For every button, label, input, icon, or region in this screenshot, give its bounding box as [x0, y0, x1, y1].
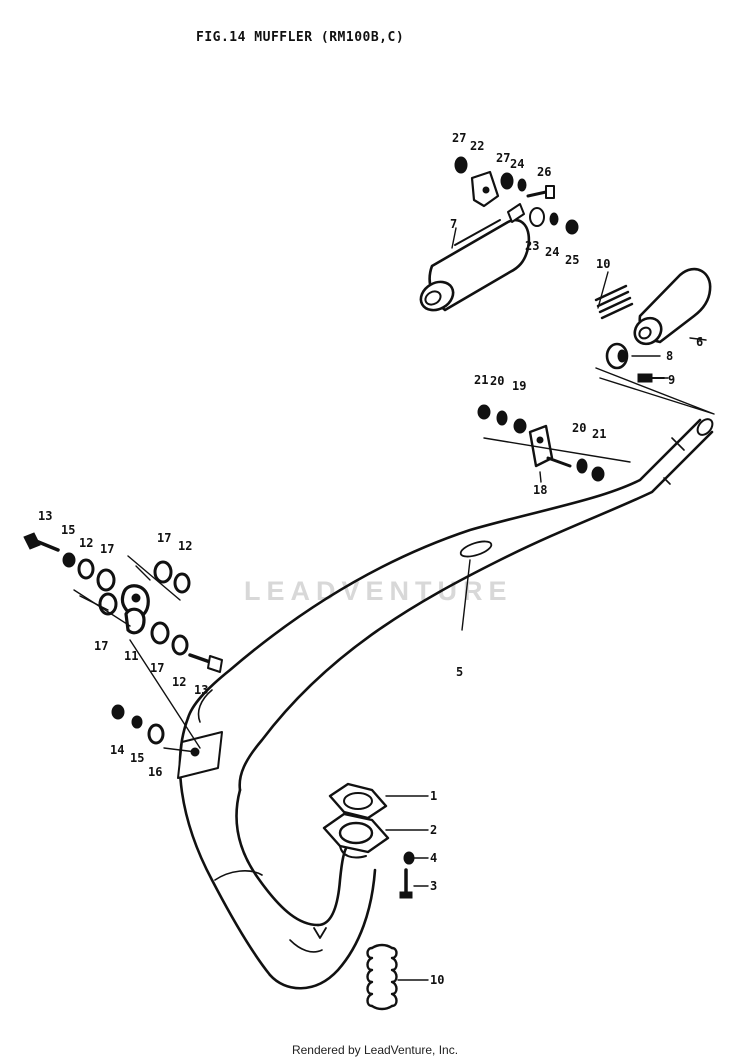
bracket-part-18[interactable]	[528, 424, 572, 468]
callout-9: 9	[668, 373, 675, 387]
cap-part-25[interactable]	[565, 219, 579, 235]
callout-17-right: 17	[157, 531, 171, 545]
grommet-part-17[interactable]	[96, 560, 173, 645]
footer-credit: Rendered by LeadVenture, Inc.	[291, 1043, 459, 1057]
callout-12-left: 12	[79, 536, 93, 550]
bracket-part-22[interactable]	[470, 170, 500, 208]
nut-part-14[interactable]	[111, 704, 125, 720]
gasket-part-1[interactable]	[328, 782, 388, 820]
bolt-part-13-left[interactable]	[23, 532, 60, 552]
callout-24-upper: 24	[510, 157, 524, 171]
nut-part-15[interactable]	[62, 552, 143, 729]
callout-11: 11	[124, 649, 138, 663]
callout-5: 5	[456, 665, 463, 679]
callout-15-lower: 15	[130, 751, 144, 765]
leader-lines	[73, 227, 715, 981]
spring-part-10-upper[interactable]	[594, 284, 634, 320]
callout-21-upper: 21	[474, 373, 488, 387]
callout-18: 18	[533, 483, 547, 497]
callout-17-left: 17	[100, 542, 114, 556]
callout-20-lower: 20	[572, 421, 586, 435]
exhaust-pipe-part-5[interactable]	[177, 416, 715, 990]
callout-14: 14	[110, 743, 124, 757]
callout-24-lower: 24	[545, 245, 559, 259]
gasket-part-2[interactable]	[322, 812, 390, 859]
callout-20-upper: 20	[490, 374, 504, 388]
callout-13-right: 13	[194, 683, 208, 697]
watermark: LEADVENTURE	[244, 576, 513, 606]
washer-part-27[interactable]	[454, 156, 514, 190]
bolt-part-13-right[interactable]	[188, 653, 223, 673]
callout-10-upper: 10	[596, 257, 610, 271]
callout-2: 2	[430, 823, 437, 837]
callout-3: 3	[430, 879, 437, 893]
washer-part-19[interactable]	[513, 418, 527, 434]
callout-23: 23	[525, 239, 539, 253]
grommet-part-8[interactable]	[605, 342, 629, 370]
washer-part-16[interactable]	[147, 723, 165, 745]
callout-6: 6	[696, 335, 703, 349]
nut-part-21[interactable]	[477, 404, 605, 482]
callout-17-lower-left: 17	[94, 639, 108, 653]
callout-27-right: 27	[496, 151, 510, 165]
washer-part-12[interactable]	[77, 558, 191, 656]
bolt-part-9[interactable]	[637, 373, 665, 383]
callout-7: 7	[450, 217, 457, 231]
callout-4: 4	[430, 851, 437, 865]
callout-17-lower-right: 17	[150, 661, 164, 675]
callout-27-left: 27	[452, 131, 466, 145]
figure-title: FIG.14 MUFFLER (RM100B,C)	[196, 30, 405, 45]
silencer-part-7[interactable]	[416, 203, 531, 316]
washer-part-20[interactable]	[496, 410, 588, 474]
bolt-part-26[interactable]	[526, 185, 555, 199]
callout-12-right: 12	[178, 539, 192, 553]
callout-16: 16	[148, 765, 162, 779]
nut-part-24[interactable]	[517, 178, 559, 226]
callout-10-lower: 10	[430, 973, 444, 987]
callout-12-lower: 12	[172, 675, 186, 689]
callout-13-left: 13	[38, 509, 52, 523]
callout-21-lower: 21	[592, 427, 606, 441]
callout-22: 22	[470, 139, 484, 153]
bolt-part-3[interactable]	[399, 868, 413, 899]
clamp-part-11[interactable]	[120, 584, 150, 635]
callout-19: 19	[512, 379, 526, 393]
silencer-part-6[interactable]	[630, 267, 712, 349]
callout-numbers: 1 2 3 4 5 6 7 8 9 10 10 11 12 12 12 13 1…	[38, 131, 703, 987]
callout-15-upper: 15	[61, 523, 75, 537]
callout-25: 25	[565, 253, 579, 267]
callout-1: 1	[430, 789, 437, 803]
callout-8: 8	[666, 349, 673, 363]
spring-part-10-lower[interactable]	[366, 943, 398, 1011]
callout-26: 26	[537, 165, 551, 179]
washer-part-23[interactable]	[529, 207, 545, 227]
